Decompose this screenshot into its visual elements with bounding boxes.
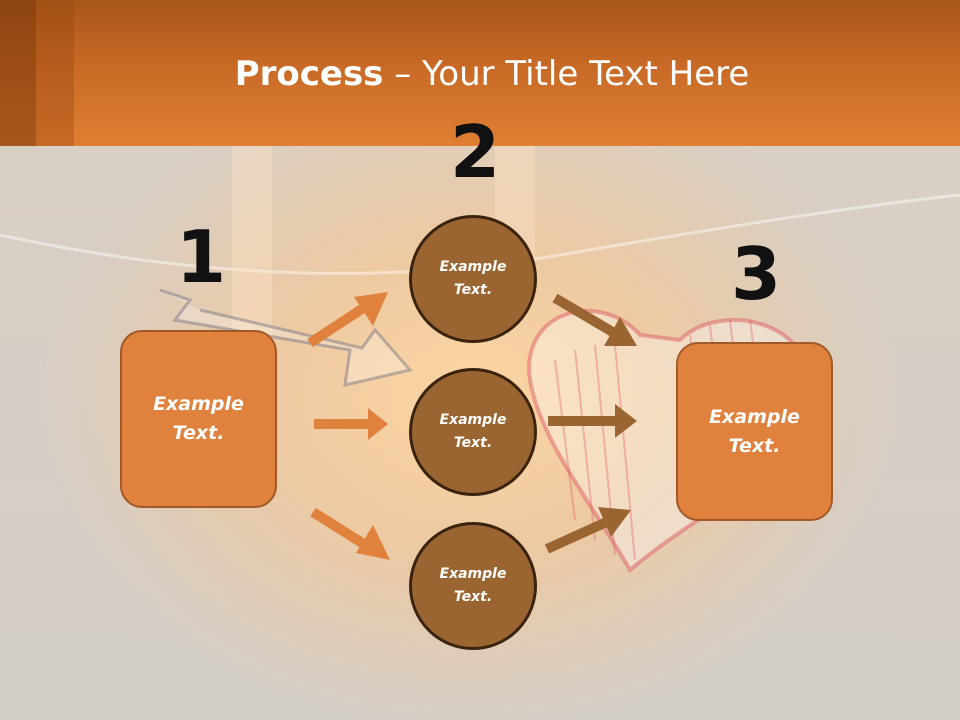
circle-text: Example Text. [439, 566, 507, 605]
arrow-right-icon [310, 507, 390, 560]
step-number-2: 2 [450, 110, 501, 194]
circle-text: Example Text. [439, 259, 507, 298]
arrow-right-icon [307, 292, 388, 348]
left-box-text: Example Text. [153, 393, 244, 444]
arrow-right-icon [548, 404, 637, 438]
circle-text: Example Text. [439, 412, 507, 451]
slide-title: Process – Your Title Text Here [0, 52, 960, 96]
title-bar [0, 0, 960, 146]
arrow-right-icon [314, 408, 388, 440]
title-bar-accent [0, 0, 36, 146]
right-box-text: Example Text. [709, 405, 800, 457]
left-process-box: Example Text. [120, 330, 277, 508]
title-rest: – Your Title Text Here [383, 54, 750, 94]
process-circle-middle: Example Text. [409, 368, 537, 496]
step-number-1: 1 [176, 215, 227, 299]
arrow-right-icon [552, 293, 637, 346]
process-circle-top: Example Text. [409, 215, 537, 343]
arrow-right-icon [544, 507, 631, 554]
title-bar-accent [36, 0, 74, 146]
process-circle-bottom: Example Text. [409, 522, 537, 650]
step-number-3: 3 [731, 232, 782, 316]
title-bold: Process [234, 54, 384, 94]
right-process-box: Example Text. [676, 342, 833, 521]
